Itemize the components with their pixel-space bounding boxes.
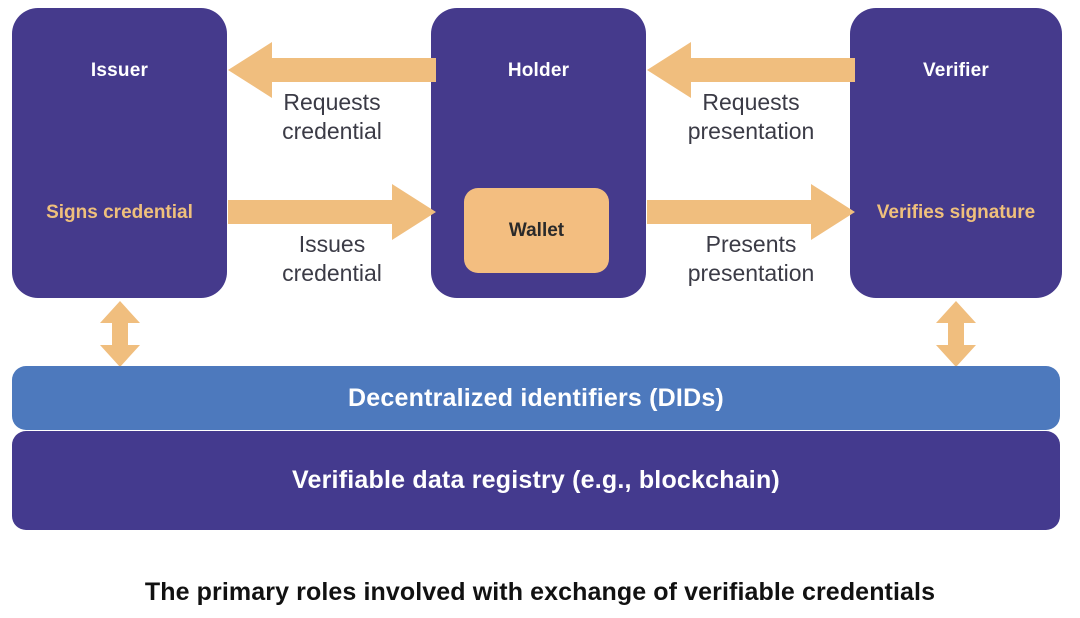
- flow-arrow-issues-credential: [228, 180, 436, 244]
- flow-arrow-requests-credential: [228, 38, 436, 102]
- layer-bar-dids[interactable]: Decentralized identifiers (DIDs): [12, 366, 1060, 430]
- role-box-holder[interactable]: Holder Wallet: [431, 8, 646, 298]
- link-arrow-verifier-did: [934, 301, 978, 367]
- role-box-issuer[interactable]: Issuer Signs credential: [12, 8, 227, 298]
- flow-arrow-requests-presentation: [647, 38, 855, 102]
- layer-label-registry: Verifiable data registry (e.g., blockcha…: [292, 466, 780, 494]
- role-action-issuer: Signs credential: [46, 202, 193, 223]
- diagram-caption: The primary roles involved with exchange…: [144, 578, 936, 606]
- flow-label-requests-credential: Requests credential: [282, 89, 382, 144]
- flow-label-presents-presentation: Presents presentation: [687, 231, 815, 286]
- wallet-label: Wallet: [508, 219, 565, 241]
- wallet-chip[interactable]: Wallet: [464, 188, 609, 273]
- role-box-verifier[interactable]: Verifier Verifies signature: [850, 8, 1062, 298]
- flow-label-issues-credential: Issues credential: [282, 231, 382, 286]
- link-arrow-issuer-did: [98, 301, 142, 367]
- flow-arrow-presents-presentation: [647, 180, 855, 244]
- layer-label-dids: Decentralized identifiers (DIDs): [348, 383, 724, 412]
- flow-label-requests-presentation: Requests presentation: [687, 89, 815, 144]
- role-title-issuer: Issuer: [90, 60, 149, 81]
- role-action-verifier: Verifies signature: [876, 202, 1036, 223]
- layer-bar-registry[interactable]: Verifiable data registry (e.g., blockcha…: [12, 431, 1060, 530]
- role-title-verifier: Verifier: [922, 60, 990, 81]
- role-title-holder: Holder: [507, 60, 570, 81]
